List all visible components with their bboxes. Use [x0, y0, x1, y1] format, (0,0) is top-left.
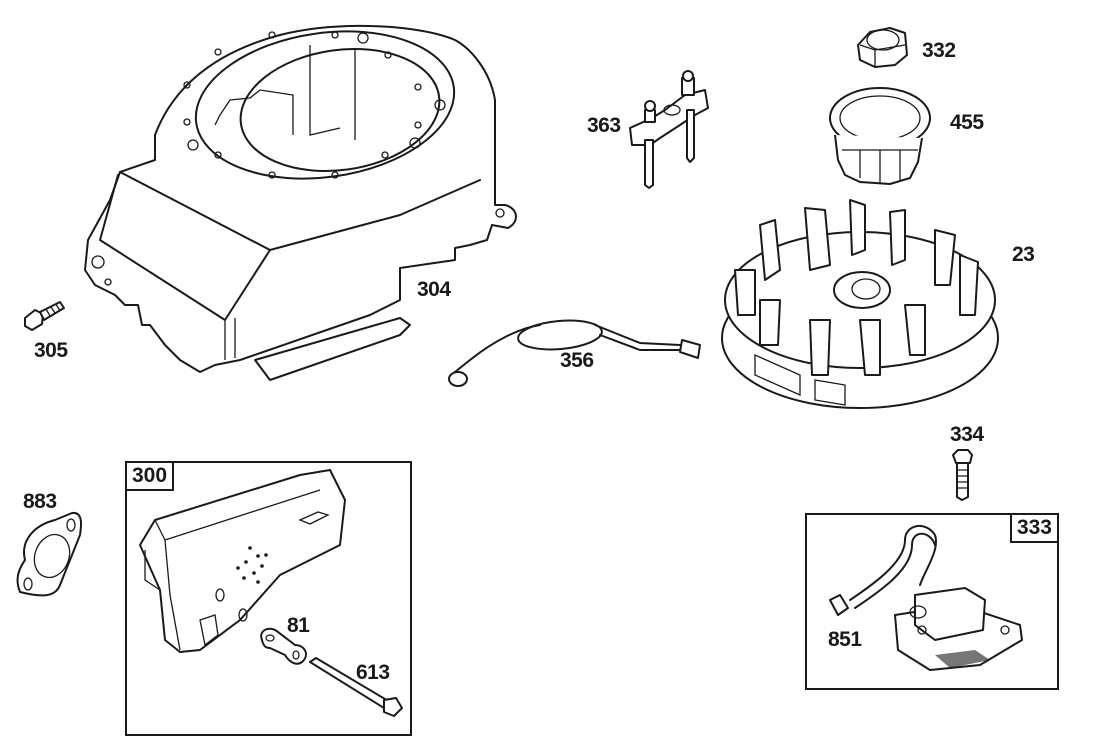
part-label-363[interactable]: 363: [587, 114, 621, 137]
muffler-kit-box: 300: [125, 461, 412, 736]
kit-label-300[interactable]: 300: [127, 463, 175, 491]
part-label-356[interactable]: 356: [560, 349, 594, 372]
part-label-455[interactable]: 455: [950, 111, 984, 134]
muffler-300-drawing: [139, 469, 346, 653]
part-label-613[interactable]: 613: [356, 661, 390, 684]
screw-305-drawing: [24, 301, 65, 331]
nut-332-drawing: [857, 27, 908, 68]
armature-kit-box: 333: [805, 513, 1059, 690]
screw-334-drawing: [952, 449, 973, 501]
part-label-851[interactable]: 851: [828, 628, 862, 651]
part-label-304[interactable]: 304: [417, 278, 451, 301]
part-label-332[interactable]: 332: [922, 39, 956, 62]
part-label-883[interactable]: 883: [23, 490, 57, 513]
armature-333-drawing: [829, 525, 1023, 671]
lockplate-81-drawing: [260, 627, 307, 665]
gasket-883-drawing: [16, 511, 82, 597]
part-label-23[interactable]: 23: [1012, 243, 1035, 266]
wire-356-drawing: [448, 319, 701, 387]
part-label-81[interactable]: 81: [287, 614, 310, 637]
part-label-305[interactable]: 305: [34, 339, 68, 362]
cup-455-drawing: [829, 87, 931, 185]
bracket-363-drawing: [629, 70, 709, 189]
flywheel-23-drawing: [721, 199, 999, 409]
screw-613-drawing: [309, 657, 403, 717]
part-label-334[interactable]: 334: [950, 423, 984, 446]
blower-housing-drawing: [84, 24, 517, 381]
kit-label-333[interactable]: 333: [1009, 515, 1057, 543]
